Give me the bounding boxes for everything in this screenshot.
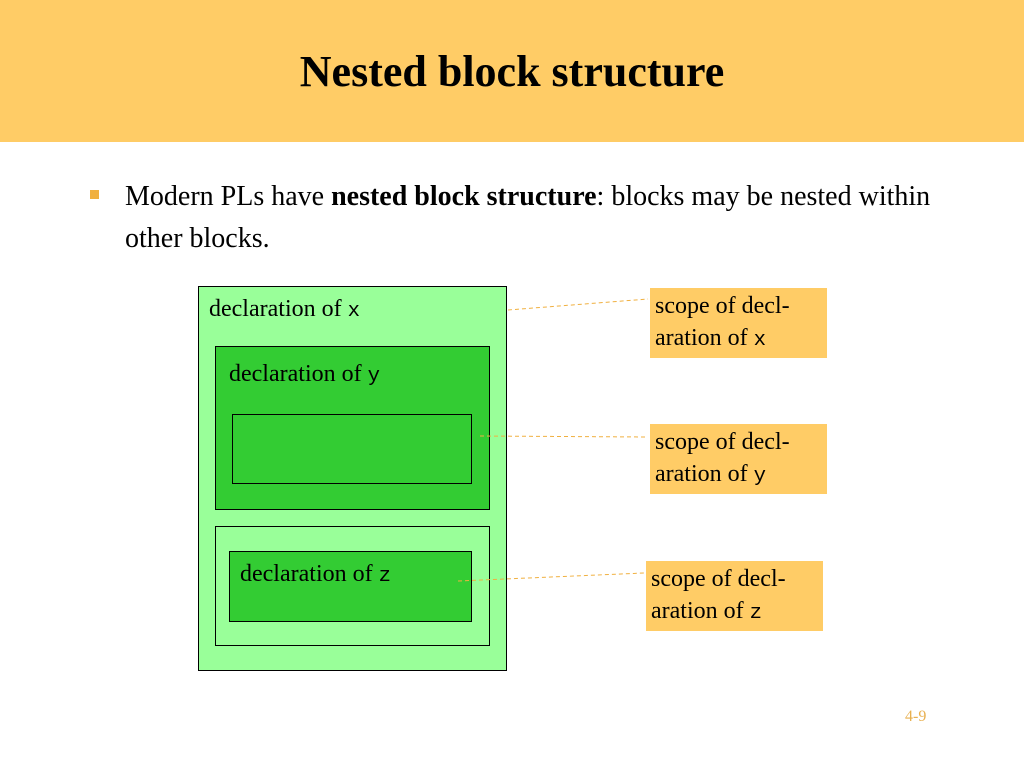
bullet-marker bbox=[90, 190, 99, 199]
leader-line-x bbox=[507, 298, 649, 311]
scope-note-y-line2-text: aration of bbox=[655, 461, 754, 487]
slide-title: Nested block structure bbox=[299, 47, 725, 96]
block-z bbox=[229, 551, 472, 622]
scope-note-y-var: y bbox=[753, 465, 767, 488]
block-z-label-text: declaration of bbox=[240, 561, 379, 587]
scope-note-x-line1: scope of decl- bbox=[655, 293, 790, 319]
block-x-label: declaration of x bbox=[209, 294, 360, 327]
scope-note-z-line2-text: aration of bbox=[651, 598, 750, 624]
scope-note-y-line1: scope of decl- bbox=[655, 429, 790, 455]
block-y-var: y bbox=[367, 365, 380, 388]
block-y-label: declaration of y bbox=[229, 359, 380, 392]
title-bar bbox=[0, 0, 1024, 142]
scope-note-z-var: z bbox=[749, 602, 763, 625]
bullet-text-bold: nested block structure bbox=[331, 181, 597, 212]
scope-note-x: scope of decl- aration of x bbox=[650, 288, 827, 358]
block-x-var: x bbox=[347, 300, 360, 323]
scope-note-x-line2-text: aration of bbox=[655, 325, 754, 351]
block-y-label-text: declaration of bbox=[229, 361, 368, 387]
scope-note-z-line1: scope of decl- bbox=[651, 566, 786, 592]
block-x-label-text: declaration of bbox=[209, 296, 348, 322]
scope-note-z-line2: aration of z bbox=[651, 595, 818, 630]
page-number: 4-9 bbox=[905, 708, 927, 725]
bullet-text: Modern PLs have nested block structure: … bbox=[125, 176, 965, 260]
scope-note-y-line2: aration of y bbox=[655, 458, 822, 493]
scope-note-z: scope of decl- aration of z bbox=[646, 561, 823, 631]
bullet-text-after: : blocks may be nested within other bloc… bbox=[125, 181, 931, 254]
scope-note-x-var: x bbox=[753, 329, 767, 352]
scope-note-x-line2: aration of x bbox=[655, 322, 822, 357]
scope-note-y: scope of decl- aration of y bbox=[650, 424, 827, 494]
block-z-label: declaration of z bbox=[240, 559, 391, 592]
block-y-inner bbox=[232, 414, 472, 484]
bullet-text-before: Modern PLs have bbox=[125, 181, 332, 212]
block-z-var: z bbox=[378, 565, 391, 588]
